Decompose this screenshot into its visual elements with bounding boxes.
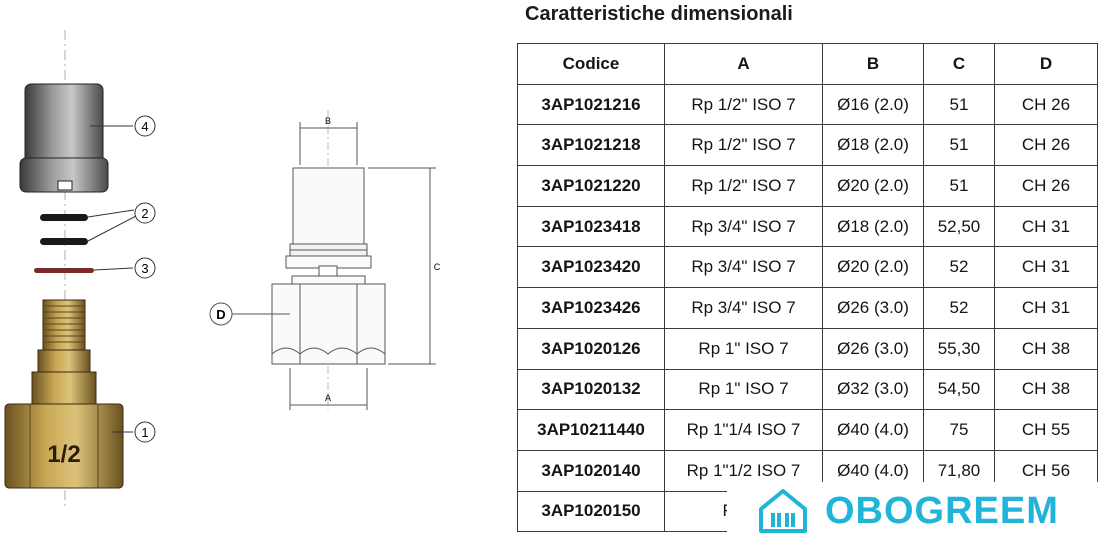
cell-codice: 3AP1021218 <box>517 124 665 167</box>
cell-d: CH 38 <box>994 368 1098 411</box>
cell-codice: 3AP10211440 <box>517 409 665 451</box>
cell-c: 54,50 <box>923 368 995 411</box>
dim-label-a: A <box>325 393 331 403</box>
cell-b: Ø32 (3.0) <box>822 368 924 411</box>
cell-b: Ø26 (3.0) <box>822 287 924 329</box>
cell-d: CH 31 <box>994 246 1098 289</box>
cell-c: 52,50 <box>923 205 995 248</box>
watermark-text: OBOGREEM <box>825 489 1059 532</box>
cell-b: Ø20 (2.0) <box>822 246 924 289</box>
callout-2: 2 <box>141 206 148 221</box>
header-a: A <box>664 43 823 85</box>
o-rings-part <box>40 214 88 245</box>
cell-a: Rp 1/2" ISO 7 <box>664 124 823 167</box>
dimension-drawing <box>209 110 436 410</box>
cell-a: Rp 1" ISO 7 <box>664 368 823 411</box>
callout-1: 1 <box>141 425 148 440</box>
nut-marking: 1/2 <box>47 441 80 468</box>
cell-d: CH 31 <box>994 205 1098 248</box>
insulating-ring-part <box>34 268 94 273</box>
cell-a: Rp 1/2" ISO 7 <box>664 165 823 207</box>
table-header-row: Codice A B C D <box>517 43 1098 85</box>
dim-label-c: C <box>434 262 441 272</box>
header-codice: Codice <box>517 43 665 85</box>
cell-c: 52 <box>923 287 995 329</box>
cell-codice: 3AP1023426 <box>517 287 665 329</box>
cell-a: Rp 3/4" ISO 7 <box>664 205 823 248</box>
cell-codice: 3AP1023420 <box>517 246 665 289</box>
watermark-logo: OBOGREEM <box>727 482 1100 540</box>
cell-d: CH 31 <box>994 287 1098 329</box>
cell-b: Ø26 (3.0) <box>822 327 924 370</box>
cell-b: Ø20 (2.0) <box>822 165 924 207</box>
cell-codice: 3AP1020150 <box>517 490 665 533</box>
cell-codice: 3AP1020140 <box>517 449 665 492</box>
header-d: D <box>994 43 1098 85</box>
cell-codice: 3AP1020126 <box>517 327 665 370</box>
cell-c: 52 <box>923 246 995 289</box>
cell-codice: 3AP1020132 <box>517 368 665 411</box>
cell-d: CH 55 <box>994 409 1098 451</box>
cell-c: 51 <box>923 83 995 126</box>
cell-codice: 3AP1021216 <box>517 83 665 126</box>
press-sleeve-part <box>19 83 109 193</box>
cell-codice: 3AP1021220 <box>517 165 665 207</box>
cell-d: CH 26 <box>994 165 1098 207</box>
cell-b: Ø40 (4.0) <box>822 409 924 451</box>
cell-a: Rp 1/2" ISO 7 <box>664 83 823 126</box>
cell-c: 51 <box>923 165 995 207</box>
dim-label-d: D <box>216 307 225 322</box>
cell-a: Rp 3/4" ISO 7 <box>664 246 823 289</box>
cell-b: Ø18 (2.0) <box>822 205 924 248</box>
cell-b: Ø18 (2.0) <box>822 124 924 167</box>
cell-a: Rp 1"1/4 ISO 7 <box>664 409 823 451</box>
callout-3: 3 <box>141 261 148 276</box>
header-b: B <box>822 43 924 85</box>
brass-body-part: 1/2 <box>4 299 124 489</box>
cell-d: CH 26 <box>994 124 1098 167</box>
house-logo-icon <box>759 489 807 533</box>
section-title: Caratteristiche dimensionali <box>525 3 793 25</box>
cell-c: 75 <box>923 409 995 451</box>
dim-label-b: B <box>325 116 331 126</box>
cell-d: CH 26 <box>994 83 1098 126</box>
cell-c: 55,30 <box>923 327 995 370</box>
cell-a: Rp 3/4" ISO 7 <box>664 287 823 329</box>
cell-a: Rp 1" ISO 7 <box>664 327 823 370</box>
cell-b: Ø16 (2.0) <box>822 83 924 126</box>
cell-d: CH 38 <box>994 327 1098 370</box>
header-c: C <box>923 43 995 85</box>
cell-codice: 3AP1023418 <box>517 205 665 248</box>
callout-4: 4 <box>141 119 148 134</box>
fitting-drawings: 1/2 4 2 3 1 <box>4 30 441 510</box>
cell-c: 51 <box>923 124 995 167</box>
technical-drawing-area: 1/2 4 2 3 1 <box>0 0 500 540</box>
